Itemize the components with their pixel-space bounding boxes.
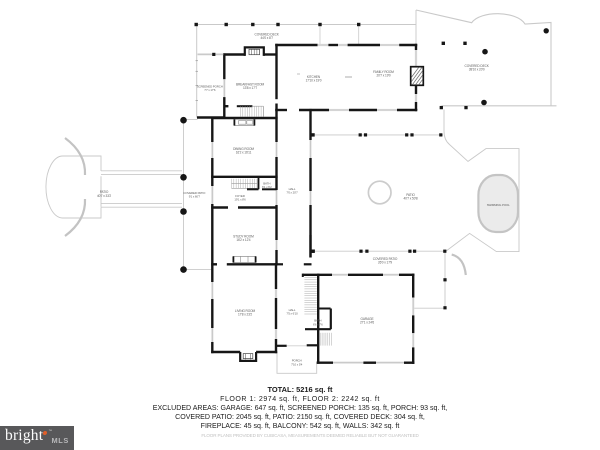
svg-text:17'10 x 19'0: 17'10 x 19'0 [306,79,322,83]
svg-text:44'0 x 8'7: 44'0 x 8'7 [260,36,273,40]
svg-text:COVERED PATIO: COVERED PATIO [183,191,206,195]
svg-text:27'1 x 24'6: 27'1 x 24'6 [360,321,374,325]
svg-text:9'1 x 60'7: 9'1 x 60'7 [189,195,201,199]
svg-text:BREAKFAST ROOM: BREAKFAST ROOM [236,82,265,86]
svg-text:40'7 x 33'2: 40'7 x 33'2 [97,194,111,198]
svg-text:FAMILY ROOM: FAMILY ROOM [373,70,394,74]
svg-text:19'1 x 8'6: 19'1 x 8'6 [234,198,246,202]
svg-text:GARAGE: GARAGE [360,317,373,321]
svg-text:16'2 x 12'4: 16'2 x 12'4 [236,238,250,242]
svg-text:BATH: BATH [314,319,321,323]
svg-text:6'1 x 6'2: 6'1 x 6'2 [262,185,272,189]
svg-text:COVERED PATIO: COVERED PATIO [373,257,398,261]
svg-text:7'5 x 6'10: 7'5 x 6'10 [286,312,298,316]
svg-text:HALL: HALL [289,187,296,191]
svg-text:STUDY ROOM: STUDY ROOM [233,234,254,238]
svg-text:DINING ROOM: DINING ROOM [233,147,254,151]
svg-text:SCREENED PORCH: SCREENED PORCH [197,84,223,88]
svg-text:HALL: HALL [289,308,296,312]
svg-text:7'10 x 5'4: 7'10 x 5'4 [291,362,303,366]
svg-text:SWIMMING POOL: SWIMMING POOL [487,203,510,207]
svg-text:FOYER: FOYER [235,194,244,198]
svg-text:7'7 x 17'6: 7'7 x 17'6 [204,88,216,92]
svg-text:LIVING ROOM: LIVING ROOM [235,309,256,313]
svg-text:16'2 x 16'11: 16'2 x 16'11 [236,151,252,155]
svg-text:PORCH: PORCH [292,359,302,363]
svg-text:KITCHEN: KITCHEN [307,75,321,79]
svg-text:40'7 x 50'8: 40'7 x 50'8 [403,197,417,201]
svg-text:20'7 x 19'0: 20'7 x 19'0 [376,74,390,78]
svg-text:6'6 x 7'6: 6'6 x 7'6 [313,322,323,326]
svg-text:COVERED DECK: COVERED DECK [465,64,490,68]
svg-text:PATIO: PATIO [100,190,109,194]
svg-text:26'0 x 17'9: 26'0 x 17'9 [378,261,392,265]
svg-text:BATH: BATH [263,181,270,185]
svg-text:PATIO: PATIO [406,193,415,197]
svg-text:38'10 x 20'0: 38'10 x 20'0 [469,68,485,72]
svg-text:13'8 x 17'7: 13'8 x 17'7 [243,86,257,90]
svg-text:7'0 x 20'7: 7'0 x 20'7 [286,191,298,195]
svg-text:COVERED DECK: COVERED DECK [255,32,280,36]
svg-text:17'8 x 23'2: 17'8 x 23'2 [238,313,252,317]
